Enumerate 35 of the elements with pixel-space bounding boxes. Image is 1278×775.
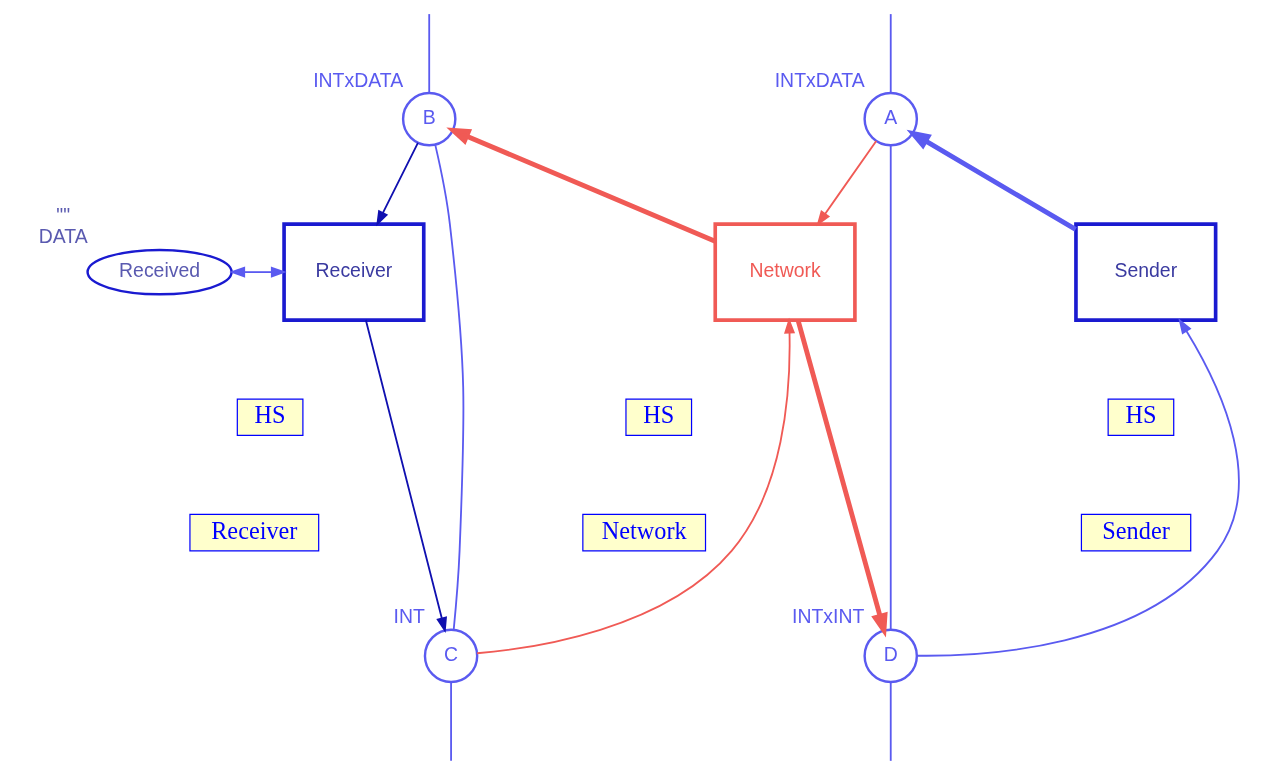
node-label: INT: [393, 605, 425, 628]
node-box: Network: [713, 222, 857, 322]
node-box: Sender: [1080, 513, 1192, 552]
node-label: INTxDATA: [774, 68, 865, 91]
arrow: [816, 140, 878, 227]
node-box: Network: [582, 513, 707, 552]
node-circle: D: [863, 628, 919, 684]
node-box: Receiver: [189, 513, 320, 552]
node-box: Sender: [1074, 222, 1218, 322]
arrow: [376, 141, 419, 227]
arrow: [229, 266, 287, 278]
node-box: HS: [625, 398, 693, 437]
arrow: [916, 318, 1240, 657]
connector: [450, 681, 452, 762]
arrow: [906, 129, 1077, 232]
node-label: INTxINT: [792, 605, 865, 628]
node-box: Receiver: [282, 222, 426, 322]
node-circle: C: [423, 628, 479, 684]
arrow: [364, 319, 447, 633]
connector: [889, 681, 892, 762]
arrow: [446, 127, 717, 244]
node-label: "": [56, 203, 71, 226]
node-label: INTxDATA: [313, 68, 404, 91]
node-ellipse: Received: [86, 248, 233, 296]
connector: [889, 13, 892, 94]
arrow: [476, 317, 796, 655]
connector: [428, 13, 431, 94]
node-box: HS: [1107, 398, 1175, 437]
node-circle: A: [863, 91, 919, 147]
connector: [889, 144, 892, 631]
node-circle: B: [401, 91, 457, 147]
arrow: [795, 319, 888, 638]
connector: [434, 143, 465, 631]
node-label: DATA: [38, 225, 88, 248]
node-box: HS: [236, 398, 304, 437]
